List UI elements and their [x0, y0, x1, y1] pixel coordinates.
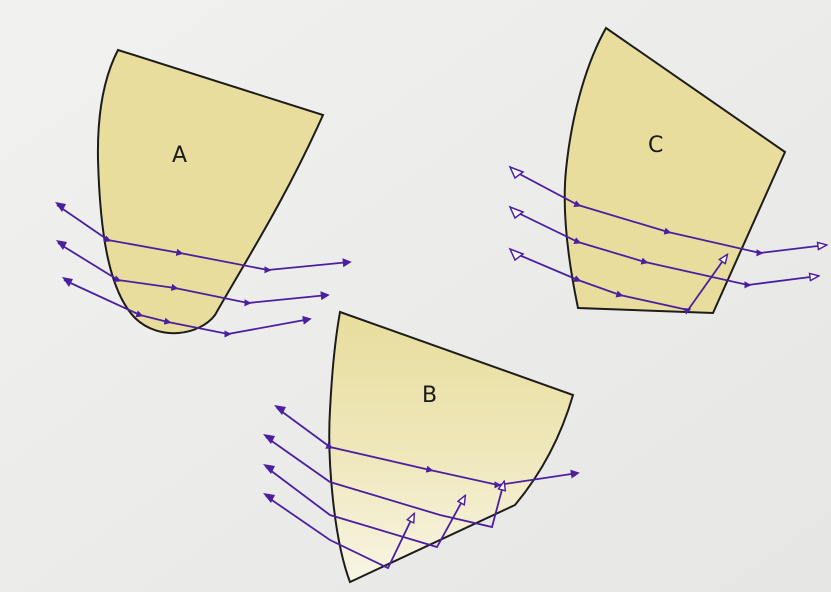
- shape-c: C: [508, 26, 826, 313]
- shape-a: A: [55, 48, 352, 338]
- shape-c-ray-tails: [508, 165, 525, 262]
- shape-b-ray-2: [265, 436, 504, 529]
- shape-a-ray-tails: [55, 202, 73, 287]
- shape-b-label: B: [422, 383, 437, 408]
- shape-a-ray-3: [63, 279, 312, 338]
- shape-a-ray-1: [56, 204, 352, 274]
- shape-c-ray-3: [511, 251, 727, 310]
- shape-b-ray-1: [276, 407, 580, 489]
- shape-c-rays: [511, 169, 826, 310]
- shape-b-ray-4: [265, 495, 414, 570]
- shape-b-rays: [265, 407, 580, 570]
- shape-a-label: A: [172, 143, 187, 168]
- shape-b: B: [263, 310, 580, 584]
- shape-b-ray-tails: [263, 405, 286, 503]
- shape-c-label: C: [648, 133, 663, 158]
- shape-b-ray-3: [265, 466, 465, 549]
- shape-a-rays: [56, 204, 352, 338]
- shape-a-ray-2: [57, 242, 330, 307]
